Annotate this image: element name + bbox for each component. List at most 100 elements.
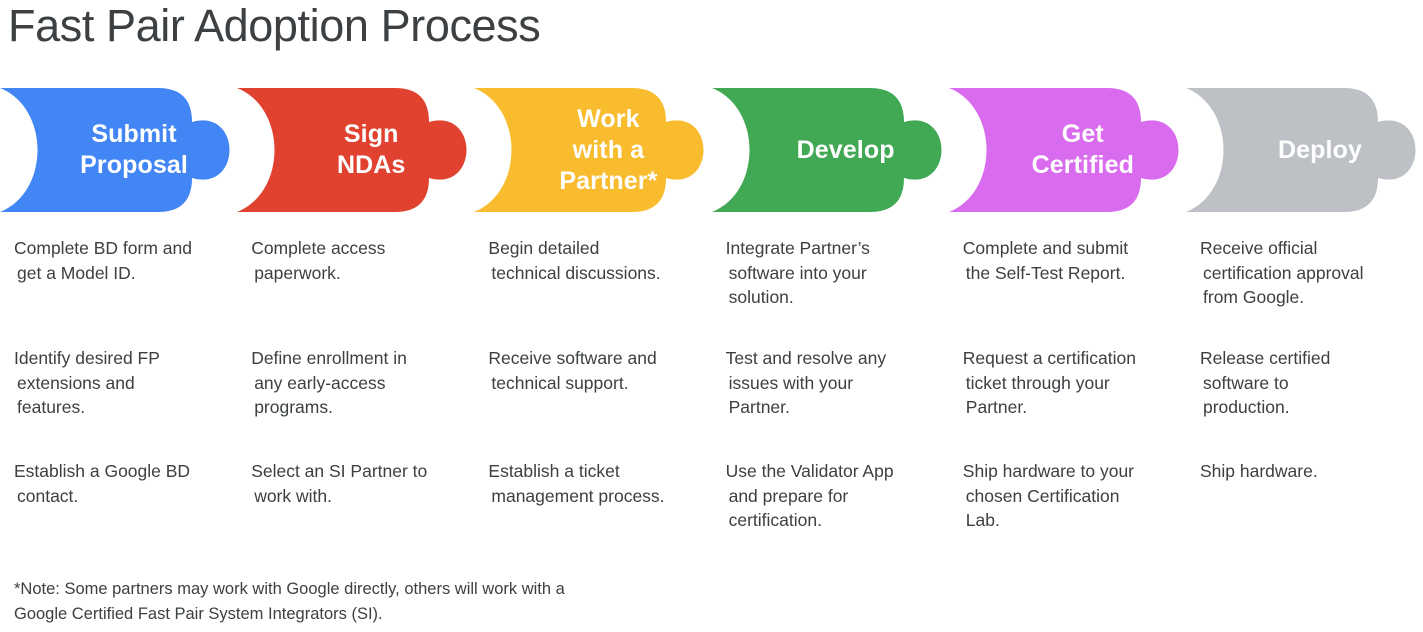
stage-detail-item: Receive official certification approval fr… xyxy=(1200,236,1364,310)
stage-detail-line: Ship hardware. xyxy=(1200,461,1318,481)
stage-detail-line: Test and resolve any xyxy=(725,348,887,368)
stage-banner-label-develop: Develop xyxy=(712,135,944,166)
stage-detail-line: Establish a ticket xyxy=(488,461,620,481)
stage-detail-line: and prepare for xyxy=(728,485,849,506)
stage-detail-line: Partner. xyxy=(728,397,790,417)
stage-detail-line: production. xyxy=(1203,397,1290,417)
stage-detail-line: solution. xyxy=(728,287,794,307)
stage-detail-line: Begin detailed xyxy=(488,238,600,258)
stage-detail-line: Receive official xyxy=(1200,238,1318,258)
stage-banner-fill xyxy=(0,88,230,212)
stage-banner-label-line: Partner* xyxy=(559,166,658,195)
stage-banner-shape-submit-proposal xyxy=(0,88,230,212)
stage-detail-item: Define enrollment in any early-access prog… xyxy=(251,346,407,420)
stage-detail-line: Complete access xyxy=(251,238,386,258)
stage-detail-line: Request a certification xyxy=(962,348,1136,368)
stage-banner-fill xyxy=(237,88,467,212)
stage-banner-shape-get-certified xyxy=(948,88,1179,212)
stage-detail-line: Receive software and xyxy=(488,348,657,368)
stage-detail-item: Ship hardware. xyxy=(1200,459,1318,484)
footnote: *Note: Some partners may work with Googl… xyxy=(14,577,714,627)
stage-detail-line: Establish a Google BD xyxy=(14,461,191,481)
stage-detail-item: Establish a Google BD contact. xyxy=(14,459,190,508)
stage-detail-line: technical discussions. xyxy=(491,262,661,283)
stage-detail-line: Complete BD form and xyxy=(14,238,192,258)
stage-banner-label-line: Sign xyxy=(343,120,399,148)
stage-banner-fill xyxy=(474,88,704,212)
stage-detail-line: management process. xyxy=(491,485,665,506)
stage-detail-line: technical support. xyxy=(491,372,629,393)
stage-detail-line: ticket through your xyxy=(965,372,1110,393)
stage-detail-line: Identify desired FP xyxy=(14,348,160,368)
stage-detail-item: Complete BD form and get a Model ID. xyxy=(14,236,192,285)
stage-detail-line: paperwork. xyxy=(254,262,341,283)
stage-detail-line: Define enrollment in xyxy=(251,348,407,368)
stage-detail-line: any early-access xyxy=(254,372,386,393)
stage-details-grid: Complete BD form and get a Model ID. Ident… xyxy=(0,236,1423,556)
stage-banner-shape-deploy xyxy=(1186,88,1416,212)
stage-detail-line: software into your xyxy=(728,262,867,283)
stage-detail-line: issues with your xyxy=(728,372,854,393)
stage-banner-label-line: Develop xyxy=(796,135,895,164)
stage-detail-line: from Google. xyxy=(1203,287,1305,307)
stage-banner-fill xyxy=(711,88,942,212)
stage-detail-line: chosen Certification xyxy=(965,485,1120,506)
stage-banner-deploy[interactable]: Deploy xyxy=(1186,88,1418,212)
stage-detail-item: Select an SI Partner to work with. xyxy=(251,459,427,508)
footnote-line: *Note: Some partners may work with Googl… xyxy=(14,580,565,598)
stage-detail-line: Select an SI Partner to xyxy=(251,461,428,481)
stage-detail-line: work with. xyxy=(254,485,332,506)
stage-banner-label-line: Work xyxy=(577,104,640,133)
stage-banner-label-line: Certified xyxy=(1031,151,1134,179)
stage-detail-line: Lab. xyxy=(965,510,1000,530)
stage-detail-item: Establish a ticket management process. xyxy=(488,459,664,508)
stage-detail-line: Partner. xyxy=(965,397,1028,417)
stage-detail-item: Use the Validator App and prepare for cert… xyxy=(726,459,894,533)
stage-detail-line: programs. xyxy=(254,397,333,417)
stage-banner-fill xyxy=(1186,88,1416,212)
stage-detail-item: Release certified software to production. xyxy=(1200,346,1330,420)
stage-detail-line: extensions and xyxy=(17,372,135,393)
stage-banner-shape-develop xyxy=(711,88,942,212)
stage-banner-label-line: Submit xyxy=(91,120,177,148)
page-title: Fast Pair Adoption Process xyxy=(8,0,541,51)
stage-banner-label-line: Get xyxy=(1061,120,1104,148)
stage-detail-line: features. xyxy=(17,397,86,417)
stage-detail-line: Release certified xyxy=(1200,348,1331,368)
stage-banner-develop[interactable]: Develop xyxy=(711,88,944,212)
stage-banner-shape-work-with-a-partner xyxy=(474,88,704,212)
stage-detail-line: software to xyxy=(1203,372,1289,393)
stage-detail-item: Complete and submit the Self-Test Report. xyxy=(963,236,1128,285)
stage-detail-line: Use the Validator App xyxy=(725,461,894,481)
stage-detail-line: certification approval xyxy=(1203,262,1364,283)
stage-detail-item: Ship hardware to your chosen Certificatio… xyxy=(963,459,1134,533)
stage-banner-fill xyxy=(948,88,1179,212)
stage-banner-label-line: Deploy xyxy=(1278,135,1362,164)
stage-banner-label-line: Proposal xyxy=(80,151,188,179)
stage-banner-label-line: NDAs xyxy=(336,151,406,179)
stage-detail-item: Identify desired FP extensions and feature… xyxy=(14,346,160,420)
stage-detail-line: contact. xyxy=(17,485,79,506)
footnote-line: Google Certified Fast Pair System Integr… xyxy=(14,605,383,623)
stage-detail-item: Complete access paperwork. xyxy=(251,236,385,285)
stage-detail-line: get a Model ID. xyxy=(17,262,136,283)
stage-detail-line: certification. xyxy=(728,510,822,530)
stage-detail-line: Complete and submit xyxy=(962,238,1129,258)
stage-detail-line: the Self-Test Report. xyxy=(965,262,1126,283)
stage-detail-item: Begin detailed technical discussions. xyxy=(488,236,660,285)
stage-detail-item: Receive software and technical support. xyxy=(488,346,656,395)
stage-banner-label-line: with a xyxy=(572,135,645,164)
stage-detail-line: Ship hardware to your xyxy=(962,461,1135,481)
stage-banner-shape-sign-ndas xyxy=(237,88,467,212)
